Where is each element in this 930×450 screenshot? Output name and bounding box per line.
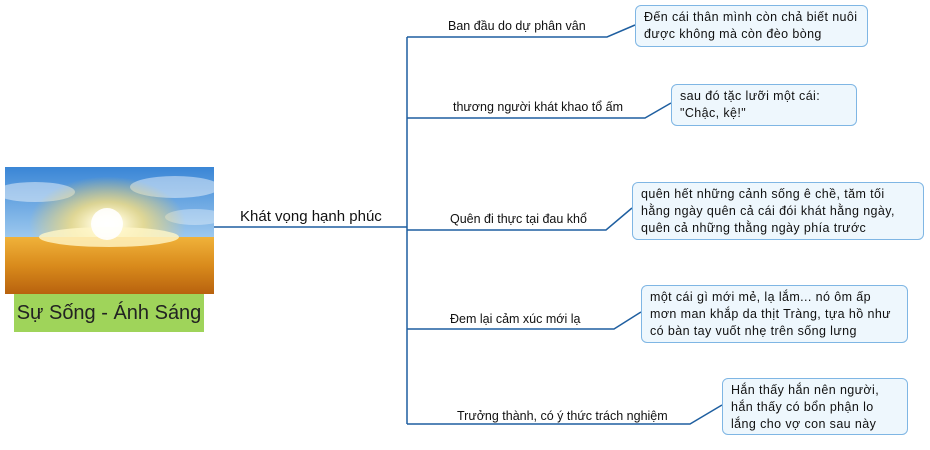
leaf-note-forget-suffering: quên hết những cảnh sống ê chề, tăm tối … — [632, 182, 924, 240]
branch-label-forget-suffering: Quên đi thực tại đau khổ — [450, 212, 587, 226]
branch-label-maturity: Trưởng thành, có ý thức trách nghiệm — [457, 409, 668, 423]
connector-branch-5 — [407, 404, 723, 425]
connector-lines — [214, 24, 723, 425]
branch-label-new-feelings: Đem lại cảm xúc mới lạ — [450, 312, 581, 326]
leaf-note-longing-home: sau đó tặc lưỡi một cái: "Chậc, kệ!" — [671, 84, 857, 126]
connector-branch-4 — [407, 311, 642, 330]
connector-branch-2 — [407, 102, 672, 119]
connector-branch-3 — [407, 207, 633, 231]
leaf-note-hesitation: Đến cái thân mình còn chả biết nuôi được… — [635, 5, 868, 47]
root-caption: Sự Sống - Ánh Sáng — [14, 294, 204, 332]
branch-label-longing-home: thương người khát khao tổ ấm — [453, 100, 624, 114]
connector-branch-1 — [407, 24, 636, 38]
leaf-note-new-feelings: một cái gì mới mẻ, lạ lắm... nó ôm ấp mơ… — [641, 285, 908, 343]
hub-label: Khát vọng hạnh phúc — [240, 208, 382, 225]
sunrise-wheat-field-image — [5, 167, 214, 294]
branch-label-hesitation: Ban đầu do dự phân vân — [448, 19, 586, 33]
leaf-note-maturity: Hắn thấy hắn nên người, hắn thấy có bổn … — [722, 378, 908, 435]
